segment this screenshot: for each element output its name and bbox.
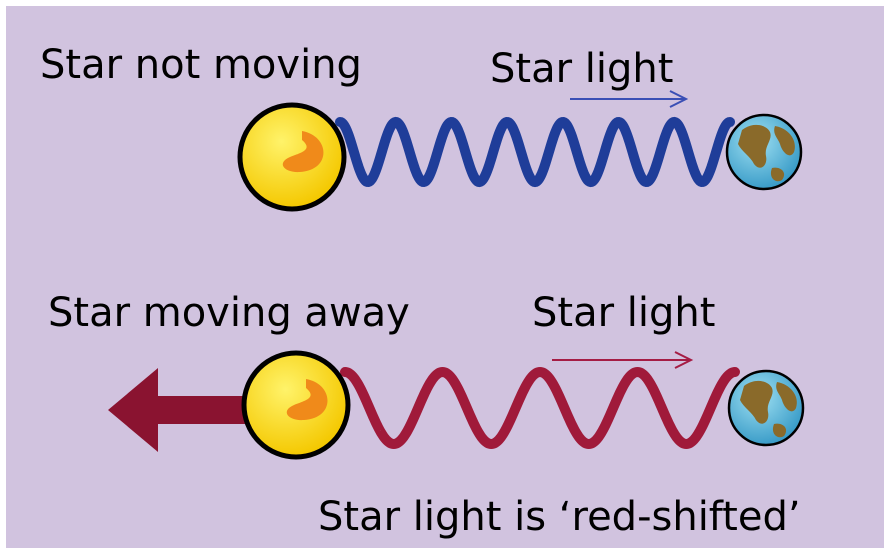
earth-continent (772, 423, 787, 438)
earth-top (725, 113, 803, 191)
earth-continent (740, 380, 773, 424)
bottom-label: Star moving away (48, 290, 410, 336)
star-swirl (286, 379, 328, 421)
earth-continent (776, 382, 797, 412)
bottom-arrow-head (674, 351, 694, 369)
top-light-label: Star light (490, 46, 673, 92)
motion-arrow-left (108, 368, 250, 452)
top-label: Star not moving (40, 42, 362, 88)
top-light-wave (335, 116, 735, 188)
earth-continent (774, 126, 795, 156)
star-stationary (237, 102, 347, 212)
bottom-light-direction-arrow (552, 351, 694, 369)
star-moving-away (241, 350, 351, 460)
star-swirl (282, 131, 324, 173)
earth-bottom (727, 369, 805, 447)
bottom-light-label: Star light (532, 290, 715, 336)
earth-continent (770, 167, 785, 182)
top-arrow-head (669, 90, 689, 108)
background-panel (6, 6, 884, 548)
bottom-light-wave (340, 366, 740, 450)
redshift-caption: Star light is ‘red-shifted’ (318, 494, 801, 540)
earth-continent (738, 124, 771, 168)
top-light-direction-arrow (570, 90, 689, 108)
